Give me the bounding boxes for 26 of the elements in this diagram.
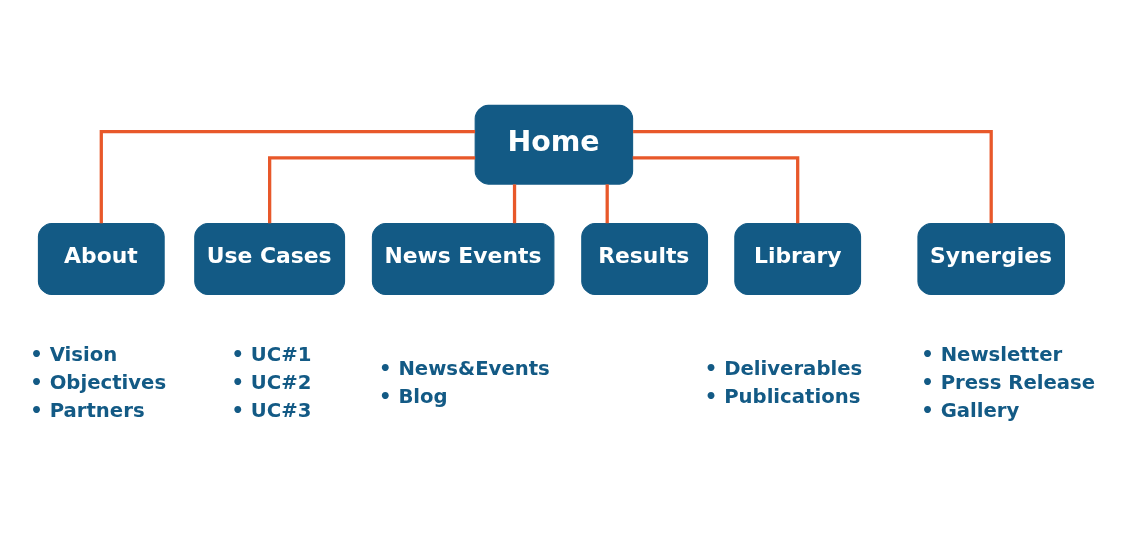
connector <box>633 129 993 224</box>
node-label: • Gallery <box>921 399 1020 423</box>
node-label: • Newsletter <box>921 342 1063 366</box>
connector <box>512 184 517 224</box>
connector <box>632 156 800 224</box>
node-box: News Events <box>371 222 555 296</box>
connector <box>99 129 476 224</box>
node-label: • News&Events <box>378 356 550 380</box>
node-label: • Blog <box>378 385 448 409</box>
node-box: Results <box>581 222 709 296</box>
node-label: • Vision <box>30 342 118 366</box>
node-label: • Objectives <box>30 370 167 394</box>
node-label: • UC#3 <box>231 399 312 423</box>
node-label: • Deliverables <box>704 356 863 380</box>
connector <box>268 156 476 224</box>
node-label: • UC#1 <box>231 342 312 366</box>
node-box: About <box>37 222 165 296</box>
node-label: • Partners <box>30 399 145 423</box>
node-box: Library <box>734 222 862 296</box>
connector <box>605 184 609 224</box>
node-label: • UC#2 <box>231 370 312 394</box>
node-label: • Press Release <box>921 370 1096 394</box>
node-label: • Publications <box>704 385 861 409</box>
node-box: Synergies <box>917 222 1065 296</box>
node-box: Home <box>474 104 634 185</box>
node-box: Use Cases <box>194 222 346 296</box>
